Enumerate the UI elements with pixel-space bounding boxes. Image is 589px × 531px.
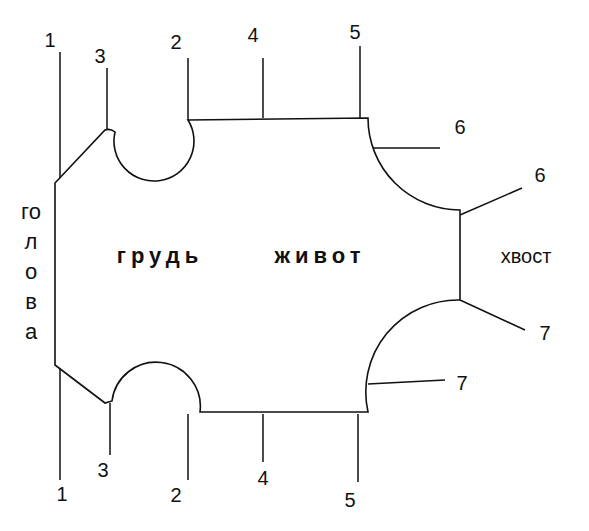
callout-number: 2	[170, 485, 181, 505]
callout-number: 6	[534, 165, 545, 185]
body-outline: грудь живот	[55, 118, 460, 414]
body-part-name: грудь	[117, 243, 204, 269]
body-shape	[55, 118, 460, 414]
callout-number: 1	[56, 484, 67, 504]
callout-number: 5	[349, 22, 360, 42]
callout-number: 6	[454, 117, 465, 137]
body-part-name: живот	[274, 243, 365, 269]
callout-number: 3	[97, 460, 108, 480]
callout-number: 3	[94, 46, 105, 66]
tail-label: хвост	[501, 246, 552, 266]
callout-number: 1	[44, 30, 55, 50]
head-label: голова	[20, 197, 42, 347]
callout-number: 5	[344, 490, 355, 510]
callout-number: 2	[170, 32, 181, 52]
callout-number: 7	[456, 373, 467, 393]
callout-number: 4	[247, 25, 258, 45]
callout-number: 4	[257, 468, 268, 488]
callout-number: 7	[539, 323, 550, 343]
